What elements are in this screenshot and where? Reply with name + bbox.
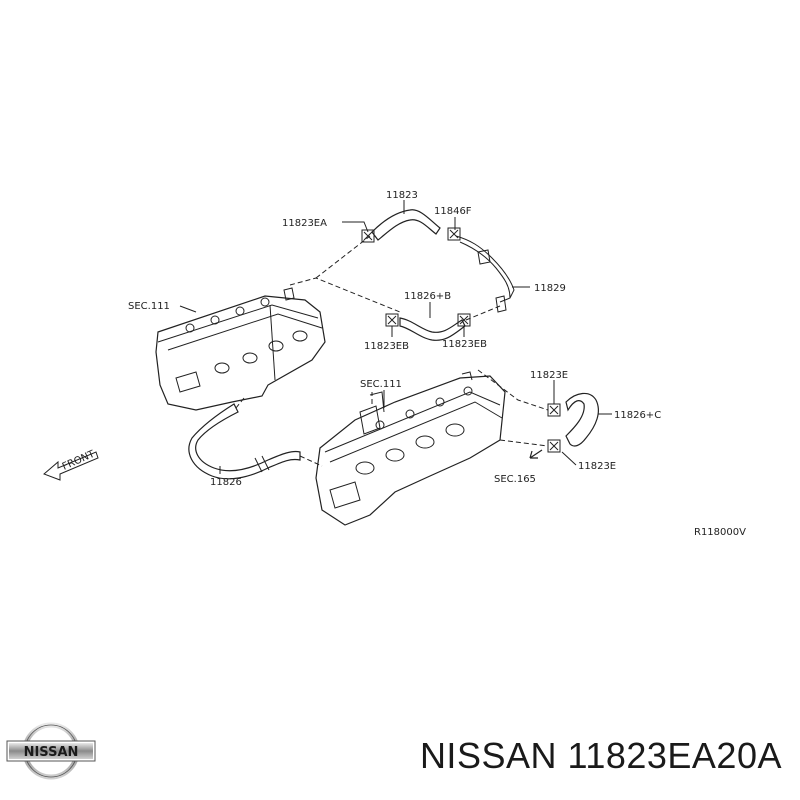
- label-11823: 11823: [386, 190, 418, 201]
- label-11823e-top: 11823E: [530, 370, 568, 381]
- nissan-logo: NISSAN: [6, 722, 96, 780]
- label-11823eb-left: 11823EB: [364, 341, 409, 352]
- hose-11826b: [399, 317, 466, 341]
- tube-11829-clips: [477, 249, 507, 313]
- label-11826b: 11826+B: [404, 291, 451, 302]
- dashed-connections: [235, 235, 549, 467]
- label-sec111-center: SEC.111: [360, 379, 402, 390]
- label-11846f: 11846F: [434, 206, 472, 217]
- clamp-11846f: [447, 227, 461, 241]
- part-number-caption: NISSAN 11823EA20A: [419, 735, 782, 776]
- hose-11823: [371, 209, 441, 241]
- hose-11826c: [565, 392, 599, 447]
- hose-11826-band: [254, 455, 270, 473]
- label-11829: 11829: [534, 283, 566, 294]
- leader-lines: [179, 200, 612, 474]
- clamp-11823eb-left: [385, 313, 399, 327]
- clamp-11823ea: [361, 229, 375, 243]
- left-cylinder-head: [155, 287, 326, 411]
- tube-11829: [455, 235, 515, 303]
- label-11826c: 11826+C: [614, 410, 661, 421]
- label-ref-code: R118000V: [694, 527, 746, 538]
- label-11826: 11826: [210, 477, 242, 488]
- sec165-arrow: [529, 449, 543, 459]
- label-sec165: SEC.165: [494, 474, 536, 485]
- center-cylinder-head: [315, 371, 506, 526]
- label-sec111-left: SEC.111: [128, 301, 170, 312]
- front-arrow: [43, 451, 99, 481]
- hose-11826: [188, 403, 301, 480]
- label-11823eb-right: 11823EB: [442, 339, 487, 350]
- clamp-11823e-top: [547, 403, 561, 417]
- nissan-logo-text: NISSAN: [24, 745, 79, 760]
- label-11823e-bottom: 11823E: [578, 461, 616, 472]
- label-front: FRONT: [61, 448, 97, 472]
- clamp-11823e-bottom: [547, 439, 561, 453]
- label-11823ea: 11823EA: [282, 218, 327, 229]
